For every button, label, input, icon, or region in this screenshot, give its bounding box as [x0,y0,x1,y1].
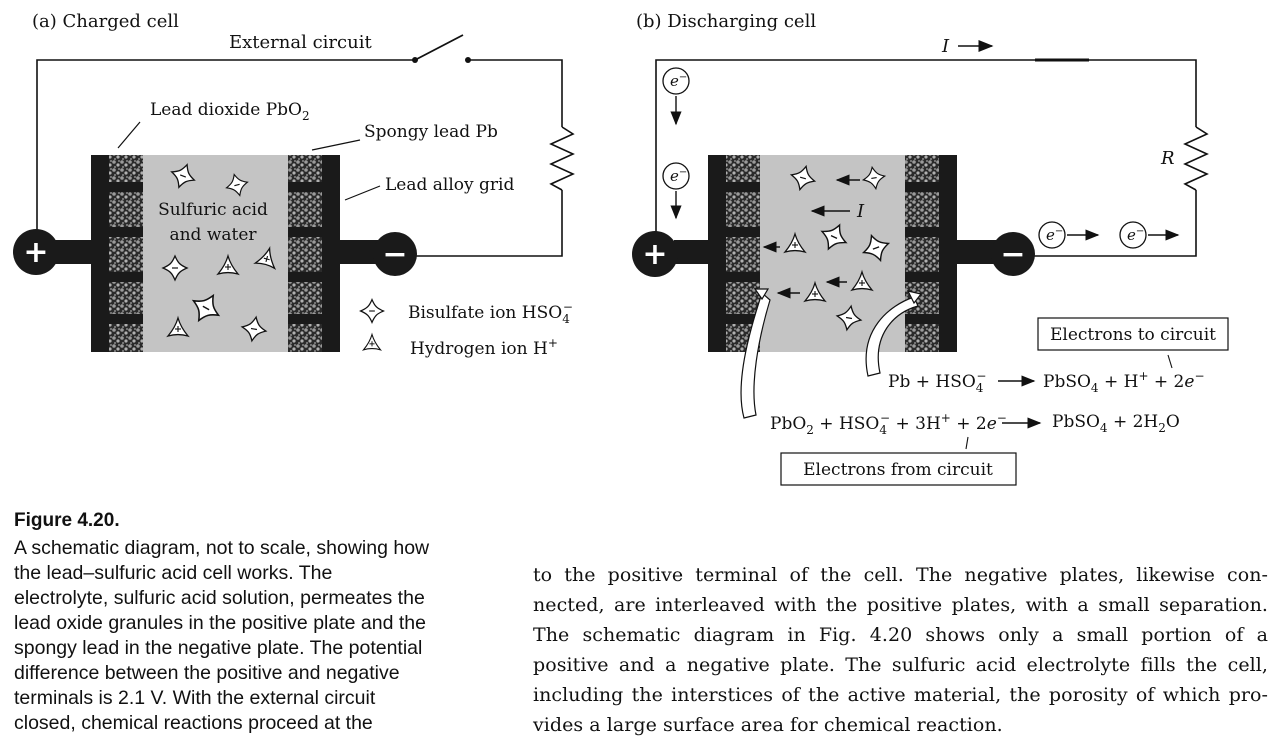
callout-arrow-negative [865,296,919,377]
positive-plate-a [91,155,143,352]
caption-line: closed, chemical reactions proceed at th… [14,712,373,734]
electron-text: e− [670,167,687,185]
external-circuit-label: External circuit [229,32,372,53]
caption-line: spongy lead in the negative plate. The p… [14,637,423,659]
resistor-b [1183,126,1209,191]
body-paragraph: to the positive terminal of the cell. Th… [533,560,1268,740]
minus-sign-a: − [382,237,407,272]
caption-line: A schematic diagram, not to scale, showi… [14,537,430,559]
lead-dioxide-label: Lead dioxide PbO2 [150,100,310,123]
electron-text: e− [1046,226,1063,244]
body-line: including the interstices of the active … [533,684,1268,706]
body-line: positive and a negative plate. The sulfu… [533,654,1268,676]
resistor-label: R [1160,148,1175,169]
body-line: vides a large surface area for chemical … [533,714,1003,736]
figure-caption: Figure 4.20. A schematic diagram, not to… [14,510,514,736]
spongy-lead-label: Spongy lead Pb [364,122,498,142]
legend-a: Bisulfate ion HSO4− Hydrogen ion H+ [359,298,573,359]
panel-a: (a) Charged cell External circuit [13,11,575,359]
caption-line: the lead–sulfuric acid cell works. The [14,562,333,584]
caption-line: lead oxide granules in the positive plat… [14,612,426,634]
open-switch [414,34,464,61]
figure-diagram: (a) Charged cell External circuit [13,11,1229,486]
external-circuit-wire [36,34,575,257]
negative-terminal-b [991,232,1035,276]
plus-sign-b: + [642,237,667,272]
positive-terminal-b [632,231,678,277]
minus-sign-b: − [1000,237,1025,272]
hydrogen-legend-icon [362,333,382,351]
negative-plate-b [905,155,957,352]
electron-icon [662,162,690,190]
resistor-a [549,126,575,191]
reaction-negative-right: PbSO4 + H+ + 2e− [1043,369,1205,395]
reaction-positive-left: PbO2 + HSO4− + 3H+ + 2e− [770,411,1007,437]
electron-text: e− [1127,226,1144,244]
external-circuit-wire-b [655,58,1209,257]
electrons-from-circuit-box [780,452,1017,486]
panel-b: (b) Discharging cell I R e− e− e− e− [632,11,1229,486]
electrons-to-circuit-label: Electrons to circuit [1050,325,1216,345]
positive-terminal-a [13,229,59,275]
negative-terminal-a [373,232,417,276]
reaction-negative-left: Pb + HSO4− [888,369,986,395]
electron-icon [1038,221,1066,249]
callout-arrow-positive [740,291,771,419]
current-label-inside: I [856,201,865,222]
plus-sign-a: + [23,235,48,270]
electrolyte-a [143,155,288,352]
legend-hydrogen: Hydrogen ion H+ [410,336,558,359]
bisulfate-legend-icon [359,298,385,324]
positive-plate-b [708,155,760,352]
electrons-from-circuit-label: Electrons from circuit [803,460,993,480]
panel-b-title: (b) Discharging cell [636,11,816,32]
caption-title: Figure 4.20. [14,510,120,531]
body-line: to the positive terminal of the cell. Th… [533,564,1268,586]
legend-bisulfate: Bisulfate ion HSO4− [408,300,573,326]
electrolyte-label-1: Sulfuric acid [158,200,268,220]
panel-a-title: (a) Charged cell [32,11,179,32]
body-line: nected, are interleaved with the positiv… [533,594,1268,616]
electrons-to-circuit-box [1037,317,1229,351]
negative-plate-a [288,155,340,352]
electron-icon [662,67,690,95]
electron-markers: e− e− e− e− [662,67,1180,249]
reaction-positive-right: PbSO4 + 2H2O [1052,412,1180,435]
current-label-top: I [941,36,950,57]
lead-alloy-grid-label: Lead alloy grid [385,175,514,195]
caption-line: difference between the positive and nega… [14,662,400,684]
body-line: The schematic diagram in Fig. 4.20 shows… [533,624,1268,646]
electron-text: e− [670,72,687,90]
electron-icon [1119,221,1147,249]
ion-motion-arrows [762,174,860,299]
electrolyte-label-2: and water [169,225,257,245]
caption-line: terminals is 2.1 V. With the external ci… [14,687,376,709]
caption-line: electrolyte, sulfuric acid solution, per… [14,587,425,609]
